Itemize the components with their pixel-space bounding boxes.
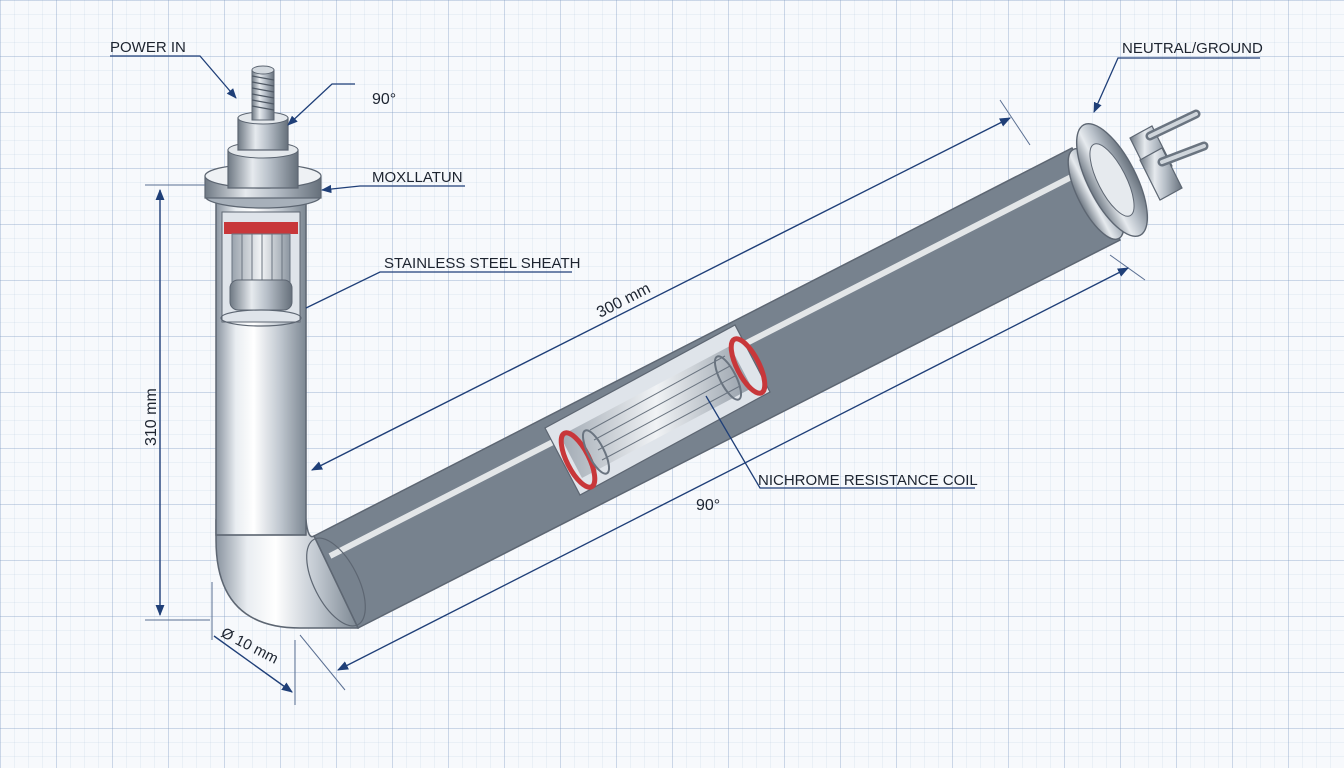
leader-lines (110, 55, 1260, 489)
bottom-angle-label: 90° (696, 497, 720, 514)
diameter-dimension-line (213, 635, 293, 693)
diagonal-tube (313, 146, 1125, 630)
vertical-tube (215, 199, 307, 536)
vertical-length-label: 310 mm (143, 388, 160, 446)
dimension-lines (145, 99, 1146, 705)
top-terminal (204, 65, 322, 209)
horizontal-length-label: 300 mm (594, 280, 653, 321)
lower-length-dimension-line (337, 267, 1129, 671)
right-terminal (1075, 109, 1209, 238)
sheath-label: STAINLESS STEEL SHEATH (384, 255, 580, 272)
coil-label: NICHROME RESISTANCE COIL (758, 472, 978, 489)
top-angle-label: 90° (372, 91, 396, 108)
neutral-ground-label: NEUTRAL/GROUND (1122, 40, 1263, 57)
insulation-band (224, 222, 298, 234)
power-in-label: POWER IN (110, 39, 186, 56)
insulation-label: MOXLLATUN (372, 169, 463, 186)
